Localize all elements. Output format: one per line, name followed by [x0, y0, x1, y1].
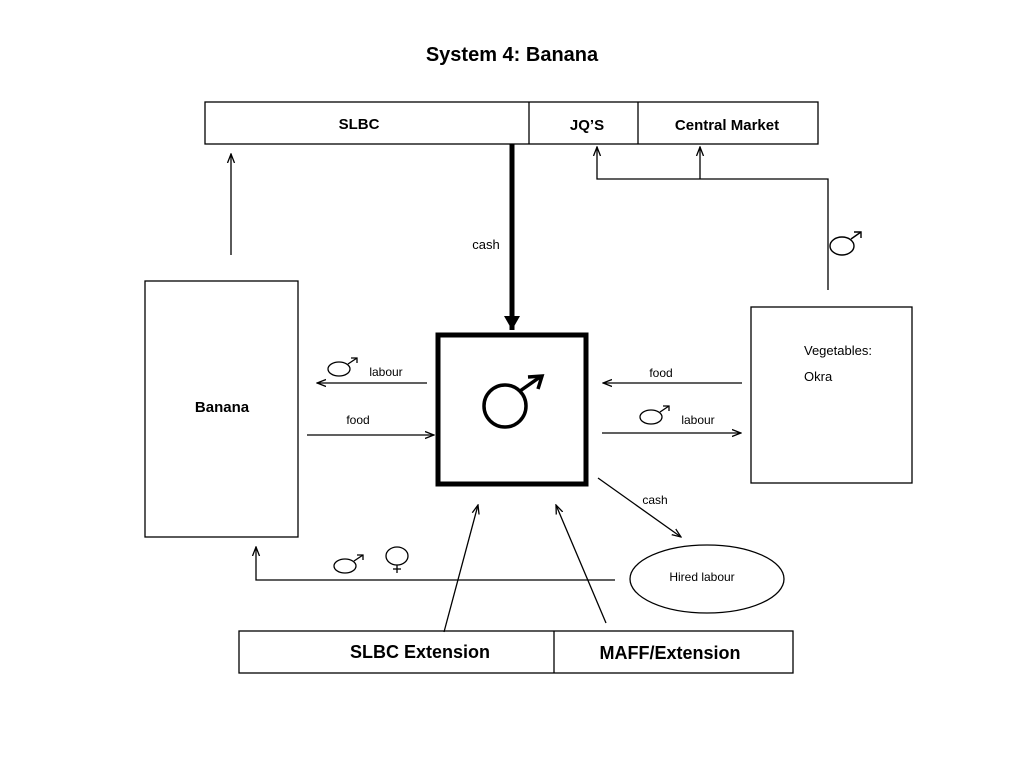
food-label-right: food [649, 366, 672, 380]
cash-arrow-hired [597, 477, 681, 537]
labour-label-right: labour [681, 413, 714, 427]
okra-label: Okra [804, 369, 833, 384]
vegetables-box [750, 306, 913, 484]
central-market-label: Central Market [675, 117, 779, 134]
female-symbol-icon [385, 546, 409, 573]
bottom-institutions: SLBC Extension MAFF/Extension [238, 630, 794, 674]
hired-labour-to-banana-arrow [256, 547, 615, 581]
household-box [435, 332, 589, 487]
male-symbol-icon [639, 405, 670, 425]
vegetables-to-market-arrows [597, 147, 829, 290]
hired-labour-ellipse [629, 544, 785, 614]
male-symbol-icon [327, 357, 358, 377]
male-symbol-icon [333, 554, 364, 574]
maff-extension-label: MAFF/Extension [599, 643, 740, 663]
male-symbol-icon [829, 231, 862, 256]
maff-extension-arrow [556, 505, 607, 624]
cash-label-top: cash [472, 237, 499, 252]
page-title: System 4: Banana [426, 44, 599, 66]
slbc-extension-arrow [443, 505, 478, 633]
male-symbol-icon [482, 374, 545, 429]
vegetables-label: Vegetables: [804, 343, 872, 358]
slbc-extension-label: SLBC Extension [350, 642, 490, 662]
food-label-left: food [346, 413, 369, 427]
jqs-label: JQ’S [570, 117, 604, 134]
banana-label: Banana [195, 399, 250, 416]
slbc-label: SLBC [339, 116, 380, 133]
top-institutions: SLBC JQ’S Central Market [204, 101, 819, 145]
hired-labour-label: Hired labour [669, 570, 734, 584]
labour-label-left: labour [369, 365, 402, 379]
cash-label-hired: cash [642, 493, 667, 507]
banana-box [144, 280, 299, 538]
